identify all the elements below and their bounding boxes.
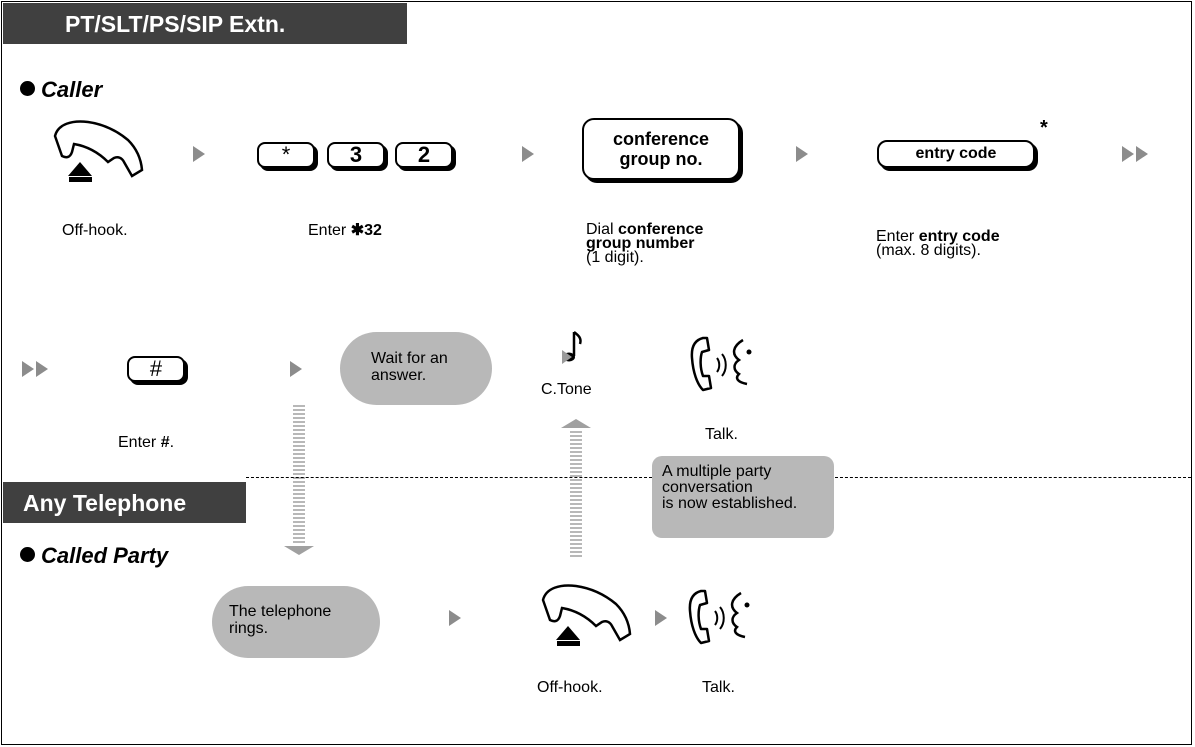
called-party-label: Called Party [20,543,168,569]
section-header-bottom-label: Any Telephone [23,490,187,516]
section-divider [246,477,652,478]
off-hook-caption: Off-hook. [537,679,603,696]
flow-arrow [193,146,205,162]
conversation-established-note: A multiple party conversation is now est… [652,456,834,538]
enter-code-caption: Enter ✱32 [308,222,382,239]
entry-code-key: entry code [877,140,1035,168]
ringing-signal-arrow [284,405,314,555]
flow-arrow [522,146,534,162]
three-key: 3 [327,142,385,168]
flow-arrow [290,361,302,377]
flow-arrow [655,610,667,626]
star-glyph: ✱ [350,222,365,239]
answer-signal-arrow [561,419,591,557]
bullet-icon [20,547,35,562]
off-hook-caption: Off-hook. [62,222,128,239]
section-header-top-label: PT/SLT/PS/SIP Extn. [65,11,286,37]
talking-handset-icon [688,589,750,645]
section-header-bottom: Any Telephone [3,482,246,523]
talk-caption: Talk. [702,679,735,696]
talk-caption: Talk. [705,426,738,443]
musical-note-icon [562,331,582,364]
entry-code-caption: Enter entry code (max. 8 digits). [876,228,1000,259]
bullet-icon [20,81,35,96]
star-key: * [257,142,315,168]
confirmation-tone-label: C.Tone [541,381,592,398]
flow-arrow [796,146,808,162]
section-header-top: PT/SLT/PS/SIP Extn. [3,3,407,44]
continue-arrow [22,361,50,382]
section-divider [835,477,1191,478]
dial-conference-caption: Dial conference group number (1 digit). [586,221,704,266]
caller-label: Caller [20,77,102,103]
hash-key: # [127,356,185,382]
off-hook-handset-icon [53,120,144,182]
talking-handset-icon [690,336,752,392]
flow-arrow [449,610,461,626]
entry-code-footnote-mark: * [1040,117,1048,139]
enter-hash-caption: Enter #. [118,434,175,451]
two-key: 2 [395,142,453,168]
off-hook-handset-icon [541,584,632,646]
continue-arrow [1122,146,1150,167]
